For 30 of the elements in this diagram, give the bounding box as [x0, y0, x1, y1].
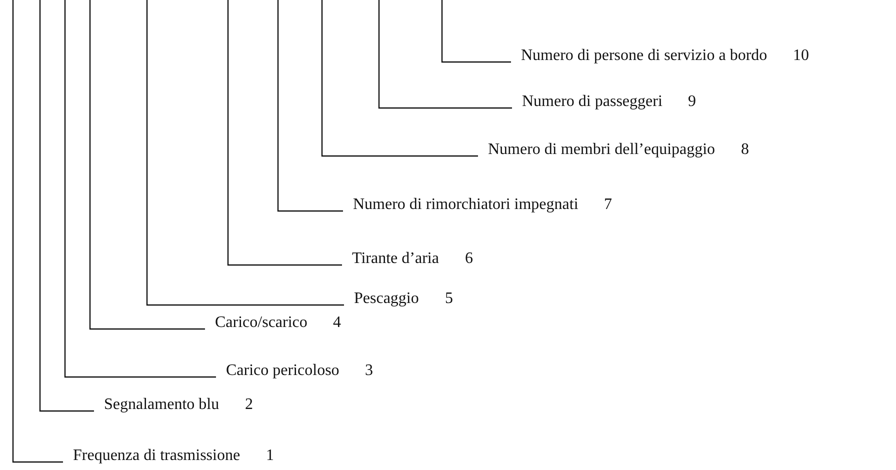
callout-number: 9: [688, 92, 696, 112]
callout-number: 1: [266, 446, 274, 466]
leader-line: [89, 0, 205, 330]
leader-line: [39, 0, 94, 412]
callout-number: 4: [333, 313, 341, 333]
part-label: Tirante d’aria: [342, 249, 439, 269]
callout-number: 3: [365, 361, 373, 381]
callout-number: 8: [741, 140, 749, 160]
leader-line: [321, 0, 478, 157]
part-label: Segnalamento blu: [94, 395, 220, 415]
leader-line: [277, 0, 343, 212]
leader-line: [441, 0, 511, 63]
part-label: Carico pericoloso: [216, 361, 340, 381]
part-label: Numero di rimorchiatori impegnati: [343, 195, 578, 215]
part-label: Frequenza di trasmissione: [63, 446, 240, 466]
part-label: Pescaggio: [344, 289, 419, 309]
part-label: Carico/scarico: [205, 313, 308, 333]
leader-line: [146, 0, 344, 306]
callout-number: 2: [245, 395, 253, 415]
callout-number: 10: [793, 46, 809, 66]
part-label: Numero di membri dell’equipaggio: [478, 140, 716, 160]
callout-number: 7: [604, 195, 612, 215]
callout-number: 5: [445, 289, 453, 309]
part-label: Numero di passeggeri: [512, 92, 662, 112]
leader-line: [227, 0, 342, 266]
part-label: Numero di persone di servizio a bordo: [511, 46, 768, 66]
leader-line: [12, 0, 63, 463]
leader-line: [378, 0, 512, 109]
leader-line: [64, 0, 216, 378]
callout-number: 6: [465, 249, 473, 269]
